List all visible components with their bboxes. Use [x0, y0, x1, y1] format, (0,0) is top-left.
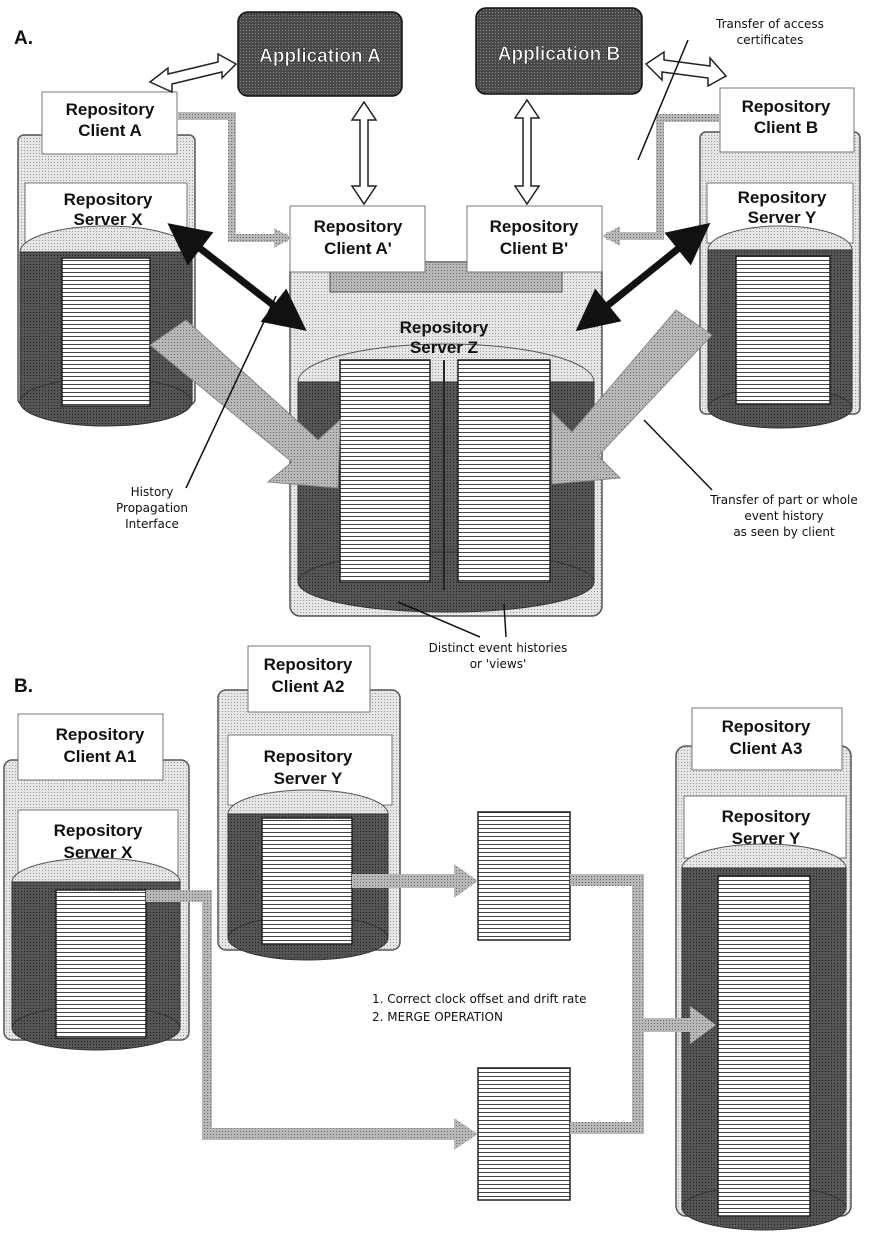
svg-text:Client B': Client B' — [500, 239, 568, 258]
svg-text:Client B: Client B — [754, 118, 818, 137]
double-arrow-app-a-client-a-prime — [350, 100, 378, 206]
svg-text:Repository: Repository — [264, 747, 353, 766]
svg-text:Repository: Repository — [54, 821, 143, 840]
svg-text:event history: event history — [744, 509, 823, 523]
svg-text:Client A2: Client A2 — [271, 677, 344, 696]
svg-text:Server Y: Server Y — [274, 769, 343, 788]
flow-arrow-a2-to-top — [352, 864, 478, 898]
note-transfer-history: Transfer of part or whole event history … — [709, 493, 857, 539]
server-y-label: Repository Server Y — [738, 188, 827, 227]
note-distinct-histories: Distinct event histories or 'views' — [429, 641, 568, 671]
svg-text:Client A3: Client A3 — [729, 739, 802, 758]
history-block-top — [477, 811, 571, 941]
callout-transfer-history — [643, 419, 713, 491]
flow-arrow-merge — [570, 874, 716, 1134]
svg-text:Client A': Client A' — [324, 239, 392, 258]
application-b-box: Application B — [475, 7, 643, 95]
svg-text:certificates: certificates — [737, 33, 804, 47]
client-a3-box: Repository Client A3 — [691, 707, 843, 771]
svg-text:Transfer of part or whole: Transfer of part or whole — [709, 493, 857, 507]
client-a-box: Repository Client A — [41, 91, 178, 155]
client-a1-container — [3, 759, 190, 1051]
svg-text:Repository: Repository — [56, 725, 145, 744]
svg-text:Repository: Repository — [722, 807, 811, 826]
server-x-label: Repository Server X — [64, 190, 153, 229]
svg-text:Server X: Server X — [64, 843, 134, 862]
svg-text:Repository: Repository — [742, 97, 831, 116]
server-z-container — [289, 261, 603, 617]
certificate-arrow-b-head — [602, 226, 620, 246]
svg-text:Repository: Repository — [722, 717, 811, 736]
panel-b-label: B. — [14, 676, 33, 697]
svg-text:Server X: Server X — [74, 210, 144, 229]
svg-text:Client A: Client A — [78, 121, 142, 140]
server-x-container — [17, 134, 196, 427]
server-y-b-right-label: Repository Server Y — [722, 807, 811, 848]
svg-text:History: History — [131, 485, 174, 499]
application-a-box: Application A — [237, 11, 403, 97]
client-a2-box: Repository Client A2 — [247, 645, 371, 713]
callout-certificates — [637, 39, 689, 161]
callout-history-interface — [185, 295, 277, 489]
svg-text:Repository: Repository — [400, 318, 489, 337]
client-b-box: Repository Client B — [719, 87, 855, 153]
svg-text:as seen by client: as seen by client — [733, 525, 835, 539]
double-arrow-app-b-client-b — [644, 50, 728, 88]
svg-text:Interface: Interface — [125, 517, 179, 531]
svg-text:Server Y: Server Y — [732, 829, 801, 848]
panel-a-label: A. — [14, 28, 33, 49]
double-arrow-app-b-client-b-prime — [513, 98, 541, 206]
svg-text:Repository: Repository — [64, 190, 153, 209]
client-a3-container — [675, 745, 852, 1231]
client-a1-box: Repository Client A1 — [17, 713, 164, 781]
svg-text:Repository: Repository — [490, 217, 579, 236]
server-x-b-label: Repository Server X — [54, 821, 143, 862]
double-arrow-client-a-app-a — [148, 52, 238, 94]
svg-text:or 'views': or 'views' — [470, 657, 527, 671]
server-y-b-left-label: Repository Server Y — [264, 747, 353, 788]
history-arrow-x-z — [167, 223, 307, 331]
svg-text:2. MERGE OPERATION: 2. MERGE OPERATION — [372, 1010, 503, 1024]
note-certificates: Transfer of access certificates — [715, 17, 824, 47]
flow-arrow-a1-to-bottom — [146, 890, 478, 1150]
callout-distinct-left — [397, 601, 481, 638]
svg-text:Propagation: Propagation — [116, 501, 188, 515]
server-y-container — [699, 131, 861, 429]
svg-text:Repository: Repository — [314, 217, 403, 236]
svg-text:Server Y: Server Y — [748, 208, 817, 227]
svg-text:Repository: Repository — [66, 100, 155, 119]
svg-text:Distinct event histories: Distinct event histories — [429, 641, 568, 655]
certificate-arrow-a-head — [274, 228, 292, 248]
note-history-interface: History Propagation Interface — [116, 485, 188, 531]
client-a2-container — [217, 689, 401, 961]
svg-text:Application B: Application B — [498, 44, 620, 65]
history-block-bottom — [477, 1067, 571, 1201]
callout-distinct-right — [503, 603, 507, 638]
history-arrow-y-z — [575, 222, 711, 332]
svg-text:Server Z: Server Z — [410, 338, 478, 357]
client-a-prime-box: Repository Client A' — [289, 205, 426, 273]
transfer-arrow-x-to-z — [149, 319, 341, 489]
svg-text:Transfer of access: Transfer of access — [715, 17, 824, 31]
svg-text:Repository: Repository — [264, 655, 353, 674]
client-b-prime-box: Repository Client B' — [466, 205, 603, 273]
svg-text:1. Correct clock offset and dr: 1. Correct clock offset and drift rate — [372, 992, 586, 1006]
svg-text:Repository: Repository — [738, 188, 827, 207]
server-z-label: Repository Server Z — [400, 318, 489, 357]
svg-text:Client A1: Client A1 — [63, 747, 136, 766]
svg-text:Application A: Application A — [259, 46, 381, 67]
merge-steps: 1. Correct clock offset and drift rate 2… — [372, 992, 586, 1024]
